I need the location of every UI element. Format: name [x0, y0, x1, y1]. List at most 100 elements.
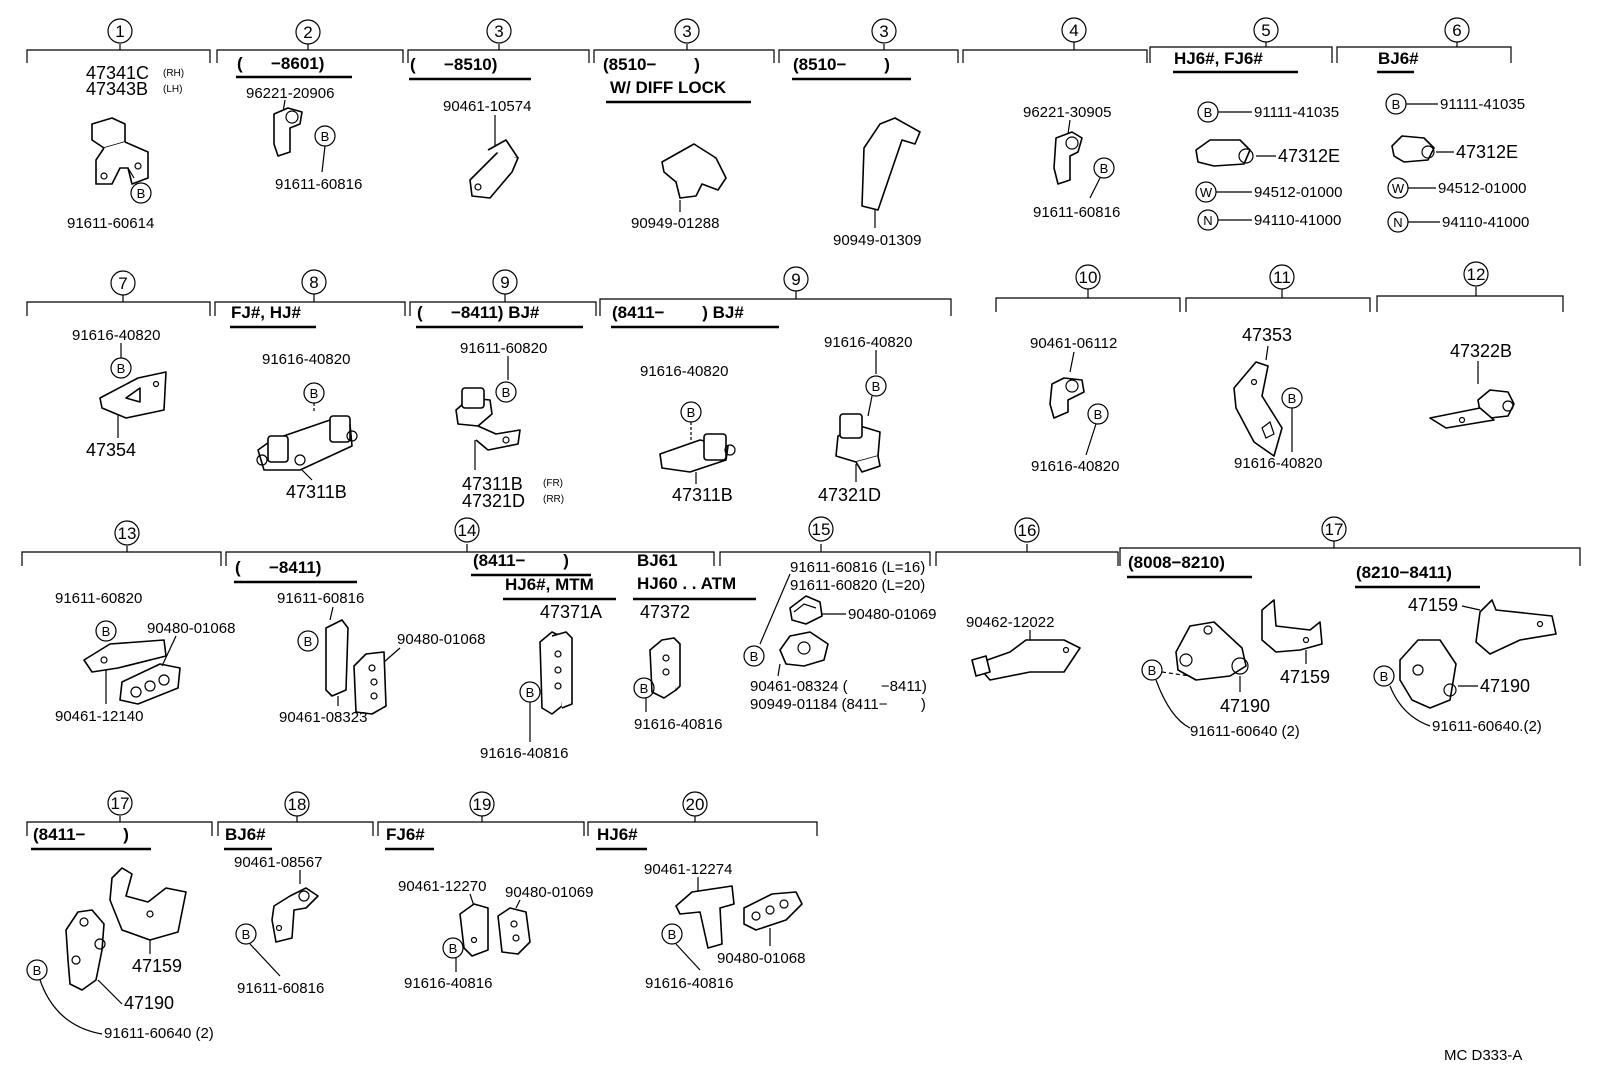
part-number: 47343B: [86, 79, 148, 99]
part-number: 91611-60640 (2): [104, 1025, 214, 1042]
svg-text:B: B: [1288, 391, 1297, 406]
svg-text:B: B: [526, 685, 535, 700]
part-note: (RR): [543, 494, 564, 505]
part-number: 90480-01068: [147, 620, 235, 637]
section-header: FJ6#: [386, 825, 425, 844]
bracket-icon: [1233, 361, 1283, 457]
part-number: 94512-01000: [1438, 180, 1526, 197]
part-note: (LH): [163, 84, 182, 95]
bolt-symbol: B: [137, 186, 146, 201]
section-19: 19 FJ6# 90461-12270 90480-01069 B 91616-…: [385, 791, 593, 992]
part-number: 47190: [1220, 696, 1270, 716]
section-header: FJ#, HJ#: [231, 303, 301, 322]
part-number: 47159: [1408, 595, 1458, 615]
section-13: 13 91611-60820 B 90480-01068 90461-12140: [55, 520, 235, 725]
part-number: 96221-30905: [1023, 104, 1111, 121]
part-number: 91616-40816: [634, 716, 722, 733]
part-number: 47311B: [462, 474, 523, 494]
part-number: 47371A: [540, 602, 602, 622]
part-number: 90949-01184 (8411− ): [750, 696, 926, 713]
svg-text:13: 13: [118, 524, 137, 543]
grommet-icon: [497, 907, 531, 955]
section-header: HJ60 . . ATM: [637, 574, 736, 593]
section-17a: 17 (8008−8210) (8210−8411) 47159 47190 B…: [1127, 516, 1557, 740]
section-header: (8008−8210): [1128, 553, 1225, 572]
section-header: ( −8510): [410, 55, 497, 74]
bracket-icon: [1261, 599, 1323, 653]
section-5: 5 HJ6#, FJ6# B 91111-41035 47312E W 9451…: [1173, 17, 1342, 231]
svg-text:B: B: [640, 681, 649, 696]
svg-text:9: 9: [791, 270, 800, 289]
svg-text:B: B: [1100, 161, 1109, 176]
clamp-icon: [1053, 131, 1083, 185]
bracket-icon: [975, 639, 1081, 681]
bracket-icon: [1475, 599, 1557, 655]
part-number: 94512-01000: [1254, 184, 1342, 201]
svg-text:15: 15: [812, 520, 831, 539]
part-number: 90949-01309: [833, 232, 921, 249]
svg-text:6: 6: [1452, 21, 1461, 40]
part-note: (RH): [163, 68, 184, 79]
part-number: 47312E: [1278, 146, 1340, 166]
part-number: 91616-40820: [640, 363, 728, 380]
section-12: 12 47322B: [1429, 261, 1515, 429]
svg-text:12: 12: [1467, 265, 1486, 284]
section-header: (8411− ) BJ#: [612, 303, 744, 322]
section-17b: 17 (8411− ) 47159 47190 B 91611-60640 (2…: [26, 790, 214, 1042]
part-number: 90480-01068: [397, 631, 485, 648]
proportioning-valve-icon: [1399, 639, 1457, 709]
proportioning-valve-icon: [65, 909, 105, 991]
part-number: 47321D: [462, 491, 525, 511]
part-number: 94110-41000: [1254, 212, 1341, 229]
svg-text:B: B: [1380, 669, 1389, 684]
svg-text:B: B: [102, 624, 111, 639]
svg-text:17: 17: [111, 794, 130, 813]
section-header: ( −8411) BJ#: [417, 303, 540, 322]
part-number: 90480-01069: [505, 884, 593, 901]
part-number: 47190: [1480, 676, 1530, 696]
part-number: 90461-12270: [398, 878, 486, 895]
part-number: 90461-06112: [1030, 335, 1117, 352]
part-number: 91616-40820: [72, 327, 160, 344]
proportioning-valve-icon: [1175, 621, 1247, 681]
grommet-icon: [743, 891, 803, 931]
part-number: 91616-40816: [480, 745, 568, 762]
grommet-icon: [119, 663, 181, 705]
part-number: 91611-60820: [460, 340, 547, 357]
clamp-icon: [83, 639, 167, 673]
part-number: 90462-12022: [966, 614, 1054, 631]
section-header: (8510− ): [603, 55, 700, 74]
part-number: 47322B: [1450, 341, 1512, 361]
section-header: (8510− ): [793, 55, 890, 74]
part-number: 91616-40820: [1234, 455, 1322, 472]
part-number: 91611-60816 (L=16): [790, 559, 925, 576]
svg-text:16: 16: [1018, 521, 1037, 540]
svg-text:W: W: [1392, 181, 1405, 196]
part-number: 91616-40816: [404, 975, 492, 992]
clamp-icon: [271, 887, 319, 943]
part-number: 90461-12274: [644, 861, 732, 878]
grommet-icon: [789, 595, 823, 625]
svg-text:B: B: [117, 361, 126, 376]
part-number: 47159: [132, 956, 182, 976]
section-header: W/ DIFF LOCK: [610, 78, 727, 97]
part-number: 47311B: [672, 485, 733, 505]
svg-text:B: B: [872, 379, 881, 394]
part-number: 96221-20906: [246, 85, 334, 102]
part-number: 91611-60614: [67, 215, 154, 232]
svg-text:3: 3: [494, 22, 503, 41]
svg-text:2: 2: [303, 23, 312, 42]
section-number: 1: [115, 22, 124, 41]
part-number: 90461-08567: [234, 854, 322, 871]
section-14: 14 ( −8411) (8411− ) HJ6#, MTM BJ61 HJ60…: [234, 517, 756, 762]
svg-text:8: 8: [309, 273, 318, 292]
svg-text:14: 14: [458, 521, 477, 540]
svg-text:B: B: [1204, 105, 1213, 120]
bracket-icon: [109, 867, 187, 941]
section-20: 20 HJ6# 90461-12274 90480-01068 B 91616-…: [596, 791, 805, 992]
part-number: 90461-12140: [55, 708, 143, 725]
section-header: ( −8411): [235, 558, 321, 577]
section-header: (8411− ): [473, 551, 569, 570]
part-number: 90461-10574: [443, 98, 531, 115]
svg-text:18: 18: [288, 795, 307, 814]
